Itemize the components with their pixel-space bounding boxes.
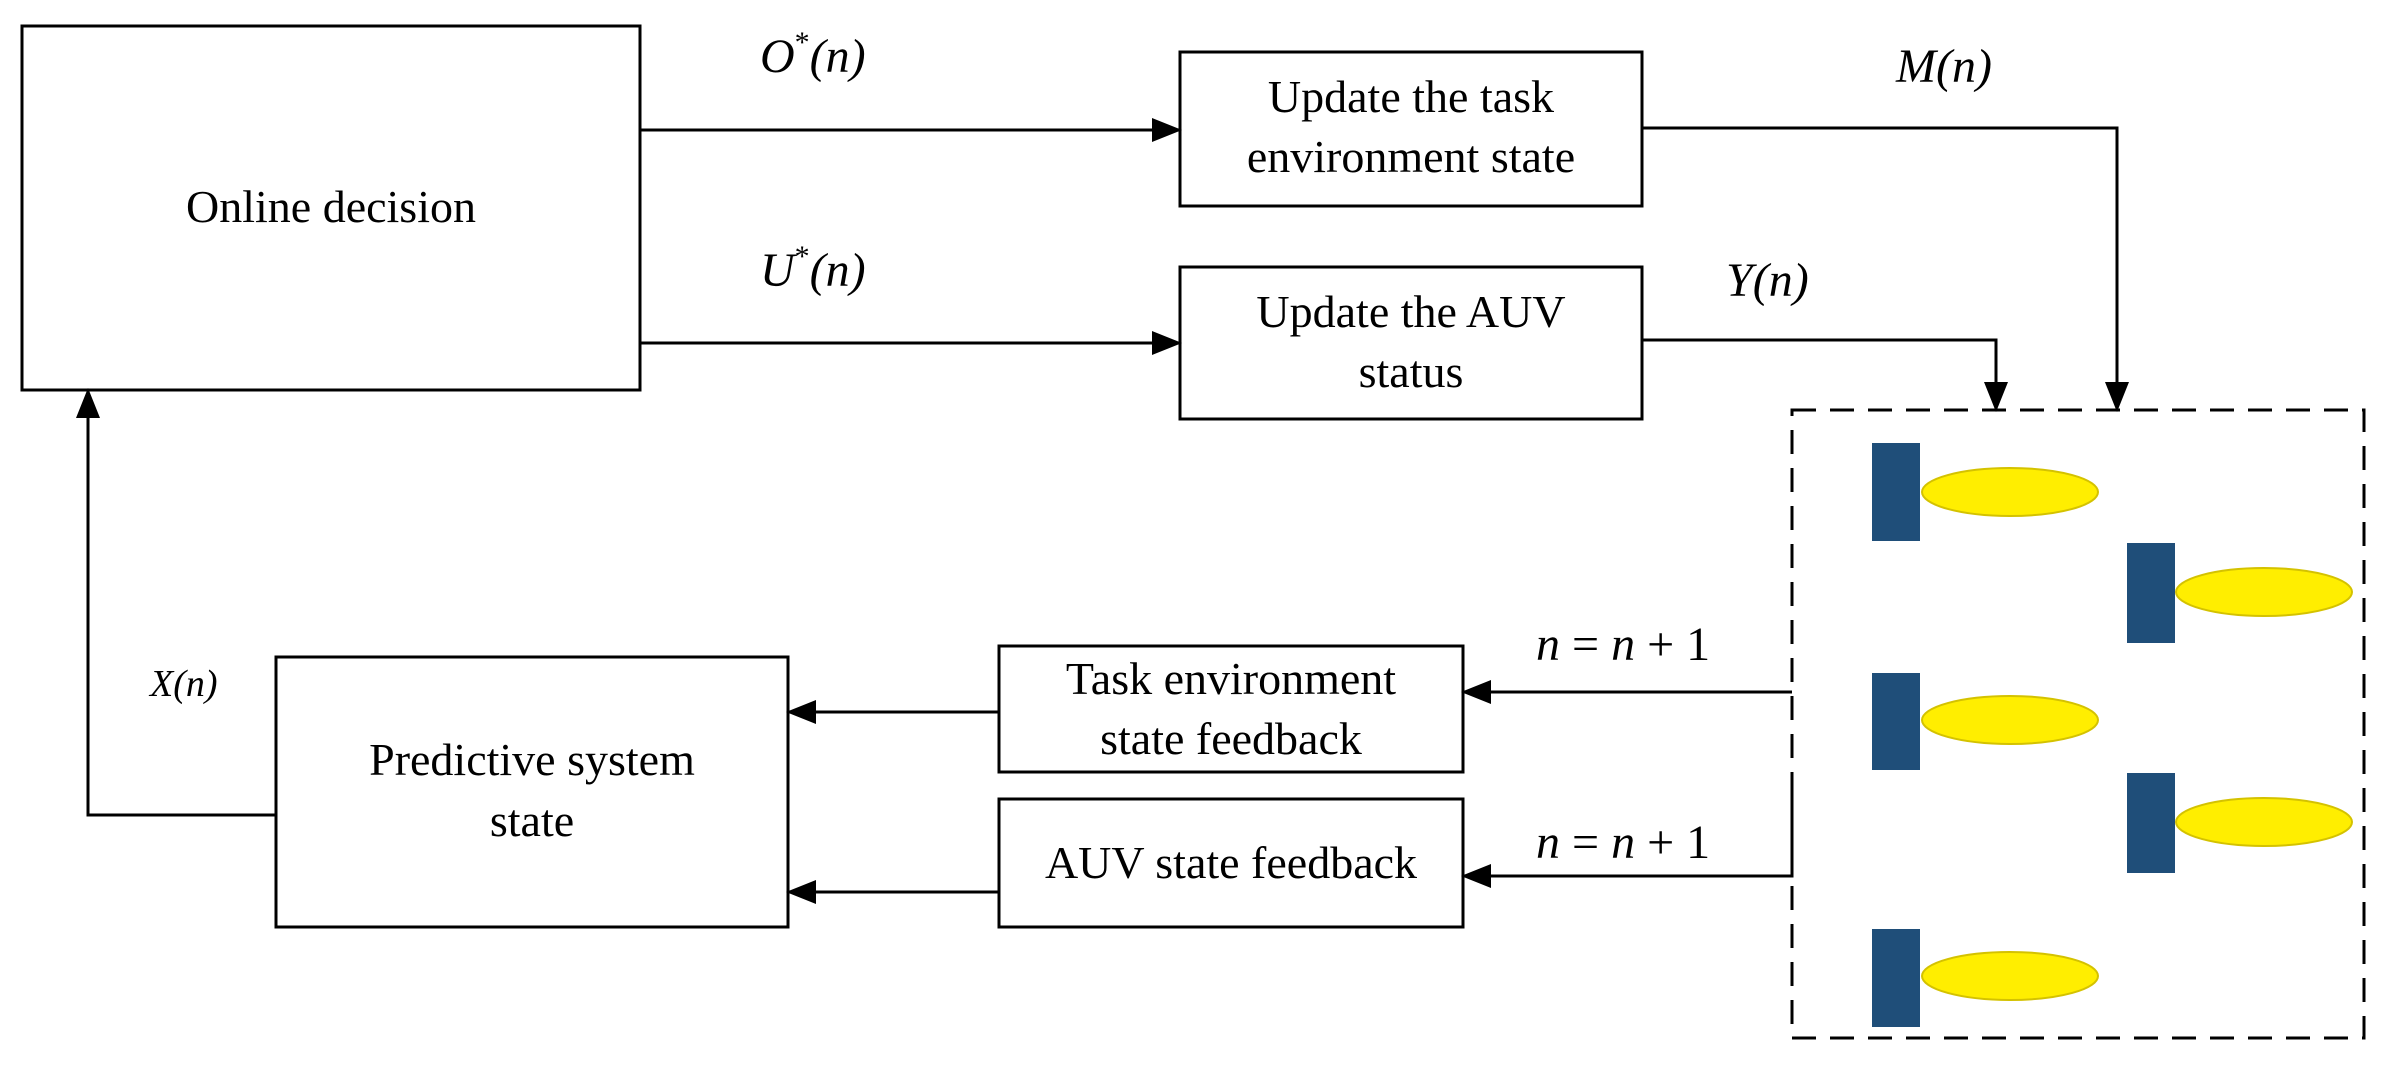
predictive-label-line1: Predictive system [369, 734, 695, 785]
update-auv-status-box: Update the AUV status [1178, 265, 1644, 421]
arrow-predictive-to-online-decision [76, 388, 276, 817]
arrow-task-update-to-swarm [1642, 126, 2129, 412]
arrow-auv-update-to-swarm [1642, 338, 2008, 412]
update-task-environment-box: Update the task environment state [1178, 50, 1644, 208]
auv-icon [2127, 543, 2353, 643]
arrow-swarm-to-auv-feedback [1461, 790, 1794, 888]
auv-state-feedback-box: AUV state feedback [997, 797, 1465, 929]
label-x: X(n) [148, 663, 218, 705]
auv-icon [2127, 773, 2353, 873]
predictive-label-line2: state [490, 795, 574, 846]
label-m: M(n) [1895, 40, 1992, 93]
auv-swarm-region [1790, 408, 2366, 1040]
update-auv-label-line1: Update the AUV [1256, 286, 1565, 337]
auv-icon [1872, 673, 2099, 770]
auv-icon [1872, 929, 2099, 1027]
task-feedback-label-line1: Task environment [1066, 653, 1396, 704]
update-task-label-line1: Update the task [1268, 71, 1554, 122]
label-increment-top: n = n + 1 [1536, 618, 1710, 671]
label-o-star: O*(n) [760, 26, 866, 83]
update-auv-label-line2: status [1359, 346, 1464, 397]
task-environment-feedback-box: Task environment state feedback [997, 644, 1465, 774]
label-u-star: U*(n) [760, 240, 866, 297]
label-increment-bottom: n = n + 1 [1536, 816, 1710, 869]
update-task-label-line2: environment state [1247, 131, 1575, 182]
predictive-system-state-box: Predictive system state [274, 655, 790, 929]
label-y: Y(n) [1726, 254, 1809, 307]
auv-icon [1872, 443, 2099, 541]
online-decision-label: Online decision [186, 181, 476, 232]
auv-feedback-label: AUV state feedback [1045, 837, 1417, 888]
task-feedback-label-line2: state feedback [1100, 713, 1362, 764]
online-decision-box: Online decision [20, 24, 642, 392]
